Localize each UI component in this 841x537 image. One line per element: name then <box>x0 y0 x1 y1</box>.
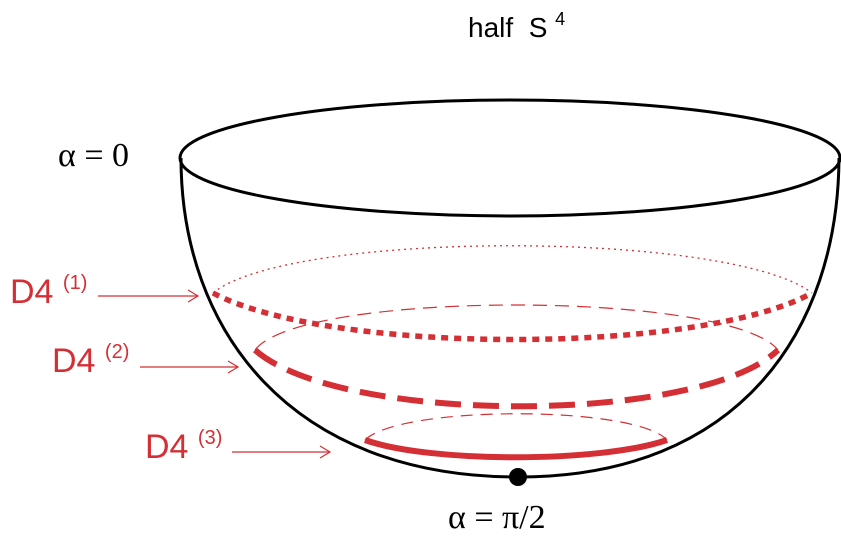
d4-3-front-arc <box>364 437 668 461</box>
d4-2-index: (2) <box>105 341 129 363</box>
alpha-zero-label: α = 0 <box>58 137 129 174</box>
d4-1-index: (1) <box>63 272 87 294</box>
d4-2-arrow <box>140 360 240 374</box>
d4-2-back-arc <box>254 304 779 351</box>
d4-3-arrow <box>232 445 332 459</box>
d4-3-name: D4 <box>145 428 188 466</box>
d4-2-front-arc <box>253 347 781 410</box>
d4-1-back-arc <box>212 245 813 294</box>
title-text: half S <box>468 12 547 43</box>
d4-3-index: (3) <box>198 427 222 449</box>
south-pole-point <box>509 468 527 486</box>
d4-3-back-arc <box>364 413 668 441</box>
d4-1-label: D4 (1) <box>10 272 87 311</box>
alpha-pi-half-label: α = π/2 <box>448 499 546 536</box>
d4-1-name: D4 <box>10 273 53 311</box>
d4-1-arrow <box>98 289 200 303</box>
d4-1-front-arc <box>211 290 814 343</box>
title-superscript: 4 <box>555 9 565 29</box>
d4-2-name: D4 <box>52 342 95 380</box>
d4-2-label: D4 (2) <box>52 341 129 380</box>
d4-3-label: D4 (3) <box>145 427 222 466</box>
diagram-title: half S 4 <box>468 9 565 43</box>
hemisphere-rim <box>178 98 841 218</box>
